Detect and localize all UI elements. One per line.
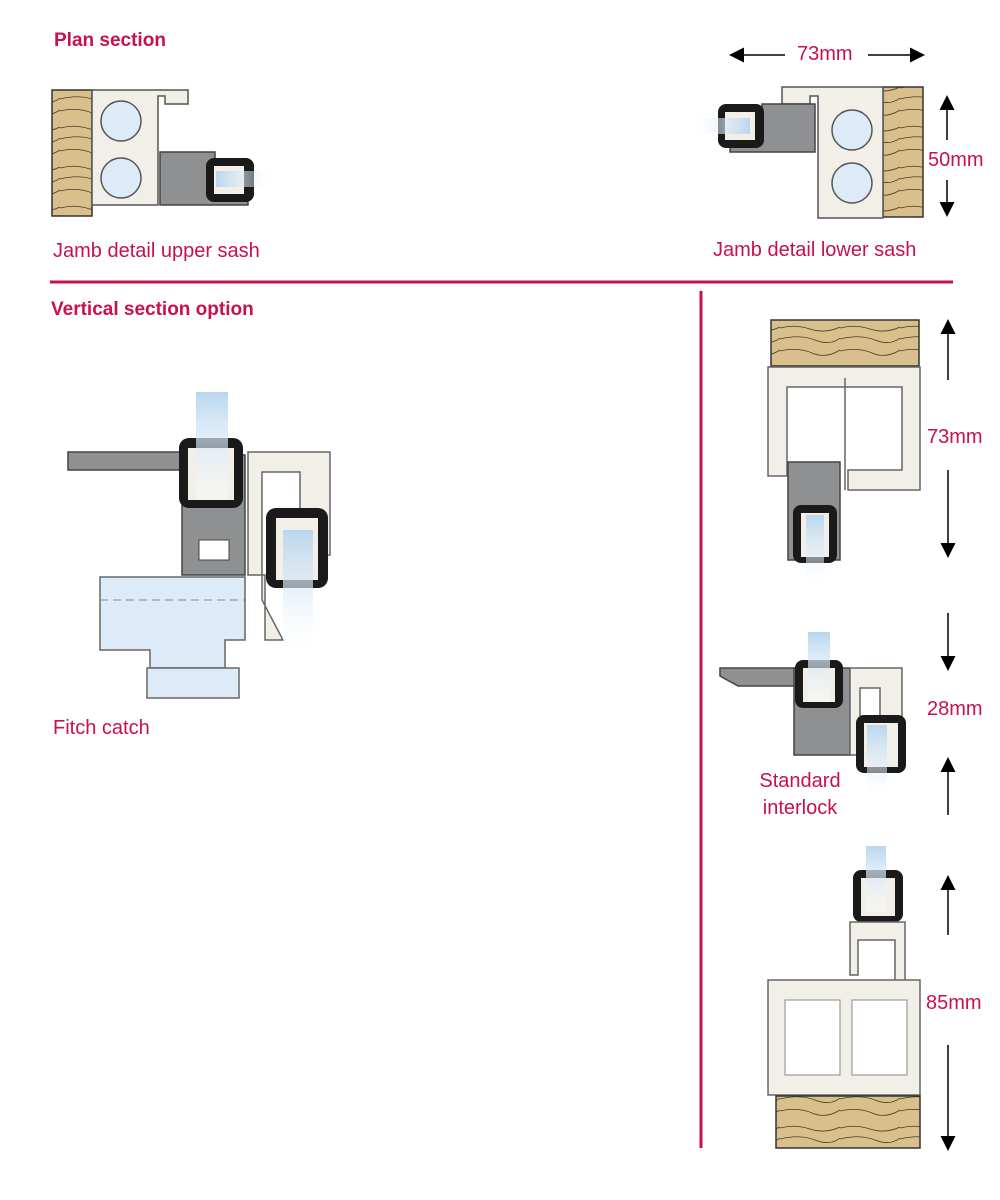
sill-section-drawing: [767, 846, 956, 1151]
plan-depth-dim: 50mm: [928, 149, 984, 171]
fitch-catch-label: Fitch catch: [53, 717, 150, 739]
vertical-section-heading: Vertical section option: [51, 299, 254, 320]
fitch-catch-drawing: [67, 392, 331, 699]
lower-sash-jamb-drawing: [695, 47, 955, 219]
interlock-label: Standard interlock: [740, 768, 860, 822]
head-section-drawing: [767, 319, 956, 583]
plan-width-dim: 73mm: [797, 43, 853, 65]
upper-sash-label: Jamb detail upper sash: [53, 240, 260, 262]
upper-sash-jamb-drawing: [51, 89, 271, 217]
head-dim: 73mm: [927, 426, 983, 448]
lower-sash-label: Jamb detail lower sash: [713, 239, 917, 261]
standard-interlock-drawing: [719, 613, 956, 815]
sill-dim: 85mm: [926, 992, 982, 1014]
interlock-label-line1: Standard: [759, 770, 841, 792]
interlock-label-line2: interlock: [762, 797, 838, 819]
meeting-rail-dim: 28mm: [927, 698, 983, 720]
plan-section-heading: Plan section: [54, 30, 166, 51]
